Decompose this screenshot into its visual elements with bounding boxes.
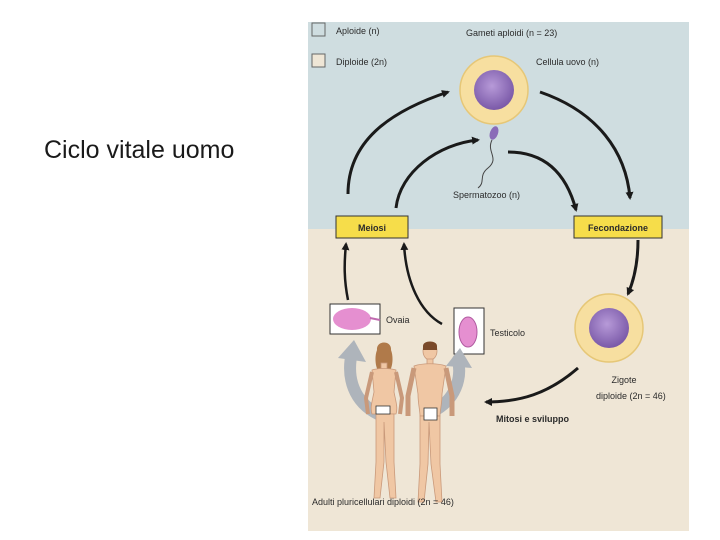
female-reproductive-box <box>375 405 391 415</box>
zygote-nucleus <box>589 308 629 348</box>
zygote-label: Zigote <box>611 375 636 385</box>
arrow-testis-to-meiosis <box>400 242 443 326</box>
testis-label: Testicolo <box>490 328 525 338</box>
meiosis-box <box>335 215 409 239</box>
sperm-cell <box>477 126 499 189</box>
adults-label: Adulti pluricellulari diploidi (2n = 46) <box>312 497 454 507</box>
mitosis-label: Mitosi e sviluppo <box>496 414 570 424</box>
arrow-ovary-to-meiosis <box>341 242 350 301</box>
fertilization-box <box>573 215 663 239</box>
egg-label: Cellula uovo (n) <box>536 57 599 67</box>
arrow-egg-to-fertilization <box>539 90 634 200</box>
male-adult-figure <box>405 341 455 503</box>
egg-nucleus <box>474 70 514 110</box>
testis-icon <box>458 316 478 348</box>
arrow-zygote-to-adults <box>484 366 579 406</box>
arrow-fertilization-to-zygote <box>626 239 640 296</box>
slide-title: Ciclo vitale uomo <box>44 136 235 164</box>
diploid-legend-label: Diploide (2n) <box>336 57 387 67</box>
arrow-sperm-to-fertilization <box>507 150 579 212</box>
haploid-legend-label: Aploide (n) <box>336 26 380 36</box>
zygote-label-line1: Zigote <box>611 375 636 385</box>
female-adult-figure <box>363 342 405 499</box>
ovary-label: Ovaia <box>386 315 410 325</box>
arrow-meiosis-to-egg <box>346 90 450 195</box>
sperm-label: Spermatozoo (n) <box>453 190 520 200</box>
life-cycle-diagram: Aploide (n) Diploide (2n) Gameti aploidi… <box>308 22 689 531</box>
male-reproductive-box <box>423 407 438 421</box>
gametes-title: Gameti aploidi (n = 23) <box>466 28 557 38</box>
meiosis-label: Meiosi <box>358 223 386 233</box>
arrow-meiosis-to-sperm <box>394 136 480 209</box>
haploid-legend-swatch <box>311 22 326 37</box>
fertilization-label: Fecondazione <box>588 223 648 233</box>
diploid-legend-swatch <box>311 53 326 68</box>
zygote-label-line2: diploide (2n = 46) <box>596 391 666 401</box>
ovary-icon <box>333 308 371 330</box>
